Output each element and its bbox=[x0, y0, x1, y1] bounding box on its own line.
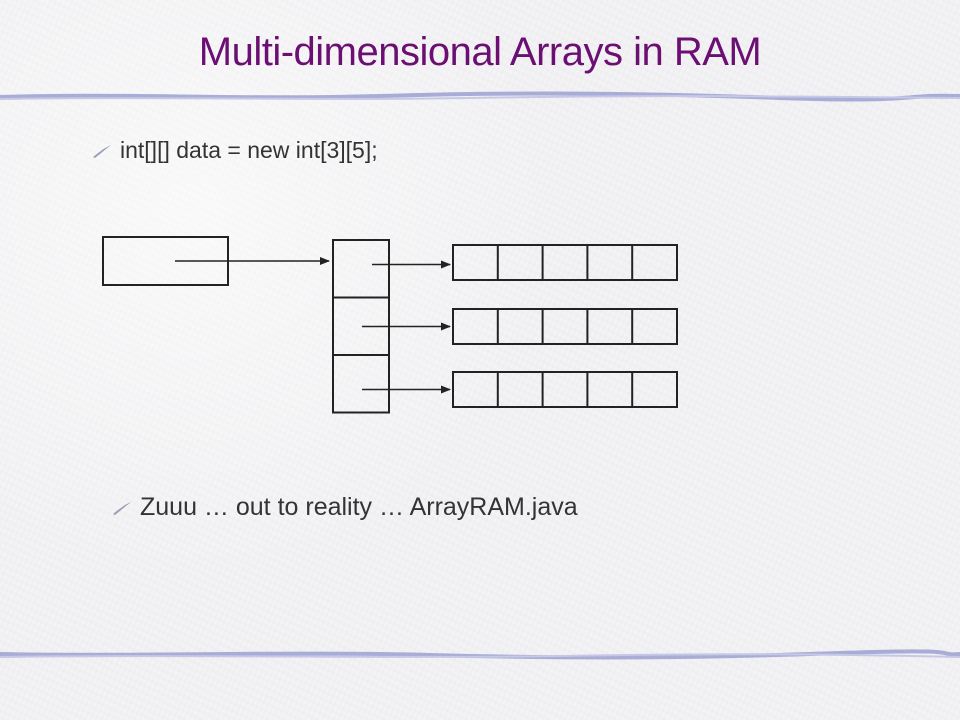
quill-bullet-icon bbox=[113, 501, 131, 515]
quill-bullet-icon bbox=[93, 144, 111, 158]
top-divider bbox=[0, 91, 960, 102]
slide-title: Multi-dimensional Arrays in RAM bbox=[198, 30, 762, 74]
row-pointer-cell bbox=[332, 354, 390, 414]
bottom-divider bbox=[0, 649, 960, 660]
row-array-1 bbox=[452, 244, 678, 281]
bullet-demo-note: Zuuu … out to reality … ArrayRAM.java bbox=[110, 493, 578, 522]
row-pointer-cell bbox=[332, 239, 390, 299]
bullet-declaration-text: int[][] data = new int[3][5]; bbox=[120, 137, 378, 163]
row-array-3 bbox=[452, 371, 678, 408]
row-array-2 bbox=[452, 308, 678, 345]
bullet-demo-note-text: Zuuu … out to reality … ArrayRAM.java bbox=[140, 493, 578, 521]
bullet-declaration: int[][] data = new int[3][5]; bbox=[90, 137, 378, 164]
